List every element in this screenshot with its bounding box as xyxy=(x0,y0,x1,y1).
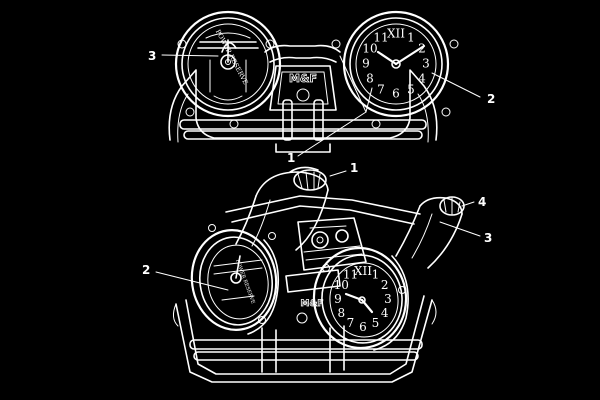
callout-1-perspective: 1 xyxy=(350,161,358,175)
dial-numeral: 9 xyxy=(362,57,370,71)
dial-numeral: 3 xyxy=(384,292,392,306)
screw xyxy=(185,107,195,117)
dial-numeral: 11 xyxy=(343,268,358,282)
callout-2-top: 2 xyxy=(487,92,495,106)
callout-1-top: 1 xyxy=(287,151,295,165)
power-reserve-dial: POWER RESERVE xyxy=(174,10,282,118)
callout-3-top: 3 xyxy=(148,49,156,63)
leader-line xyxy=(155,271,229,291)
front-rail xyxy=(179,119,427,130)
brand-logo-perspective: M&F xyxy=(301,299,324,309)
dial-numeral: 10 xyxy=(362,42,377,56)
dial-numeral: 1 xyxy=(372,268,380,282)
dial-numeral: 1 xyxy=(407,31,415,45)
power-reserve-dial-perspective: POWER RESERVE xyxy=(190,224,280,335)
dial-numeral: 9 xyxy=(334,292,342,306)
screw xyxy=(229,119,239,129)
callout-4-perspective: 4 xyxy=(478,195,486,209)
dial-numeral: 3 xyxy=(422,57,430,71)
dial-numeral: 8 xyxy=(366,72,374,86)
screw xyxy=(265,39,275,49)
dial-numeral: 7 xyxy=(377,83,385,97)
front-view-clock: M&F POWER RESERVE xyxy=(148,10,495,165)
leader-line xyxy=(339,55,367,113)
power-reserve-label: POWER RESERVE xyxy=(214,28,250,86)
screw xyxy=(371,119,381,129)
screw xyxy=(331,39,341,49)
screw xyxy=(441,107,451,117)
dial-numeral: 5 xyxy=(372,316,380,330)
dial-numeral: 8 xyxy=(337,306,345,320)
dial-numeral: XII xyxy=(387,27,405,41)
callout-2-perspective: 2 xyxy=(142,263,150,277)
dial-numeral: XII xyxy=(354,264,372,278)
dial-numeral: 11 xyxy=(373,31,388,45)
dial-numeral: 5 xyxy=(407,83,415,97)
center-screw xyxy=(296,88,310,102)
screw xyxy=(449,39,459,49)
hour-hand xyxy=(394,44,426,66)
right-crown-barrel xyxy=(395,196,465,269)
dial-numeral: 6 xyxy=(392,87,400,101)
dial-numeral: 10 xyxy=(334,278,349,292)
brand-logo: M&F xyxy=(289,72,317,85)
callout-3-perspective: 3 xyxy=(484,231,492,245)
dial-numeral: 2 xyxy=(381,278,389,292)
dial-numeral: 4 xyxy=(418,72,426,86)
dial-numeral: 7 xyxy=(347,316,355,330)
front-rail xyxy=(189,339,423,350)
left-crown-barrel xyxy=(235,166,329,251)
leader-line xyxy=(461,201,475,207)
leader-line xyxy=(297,111,367,157)
leader-line xyxy=(439,221,481,237)
leader-line xyxy=(329,170,347,177)
dial-numeral: 4 xyxy=(381,306,389,320)
leader-line xyxy=(161,54,219,57)
leader-line xyxy=(365,87,373,113)
dial-numeral: 6 xyxy=(359,320,367,334)
leader-line xyxy=(431,72,481,98)
